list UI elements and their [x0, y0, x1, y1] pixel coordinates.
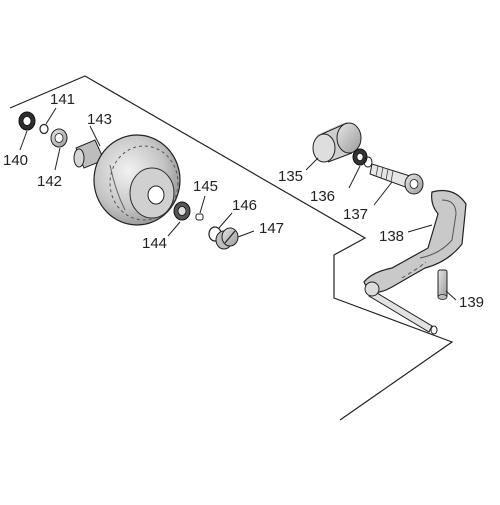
callout-143: 143	[87, 111, 112, 128]
callout-135: 135	[278, 168, 303, 185]
callout-144: 144	[142, 235, 167, 252]
callout-147: 147	[259, 220, 284, 237]
part-140-ring	[18, 111, 36, 131]
assembly-boundary	[9, 75, 454, 421]
callout-146: 146	[232, 197, 257, 214]
part-138-handle-arm	[363, 189, 467, 335]
callout-140: 140	[3, 152, 28, 169]
part-135-knob	[312, 122, 362, 163]
callout-139: 139	[459, 294, 484, 311]
callout-136: 136	[310, 188, 335, 205]
part-144-nut	[173, 201, 191, 221]
part-142-bearing	[50, 128, 68, 148]
callout-142: 142	[37, 173, 62, 190]
part-139-screw	[437, 269, 448, 300]
part-141-washer	[39, 123, 49, 135]
part-137-shaft	[369, 163, 424, 195]
leader-lines	[19, 107, 457, 301]
callout-137: 137	[343, 206, 368, 223]
part-145-pin	[195, 213, 204, 221]
part-147-cap	[215, 227, 239, 250]
callout-138: 138	[379, 228, 404, 245]
callout-145: 145	[193, 178, 218, 195]
part-136-bushing	[352, 148, 373, 168]
part-143-drum	[73, 134, 181, 226]
callout-141: 141	[50, 91, 75, 108]
